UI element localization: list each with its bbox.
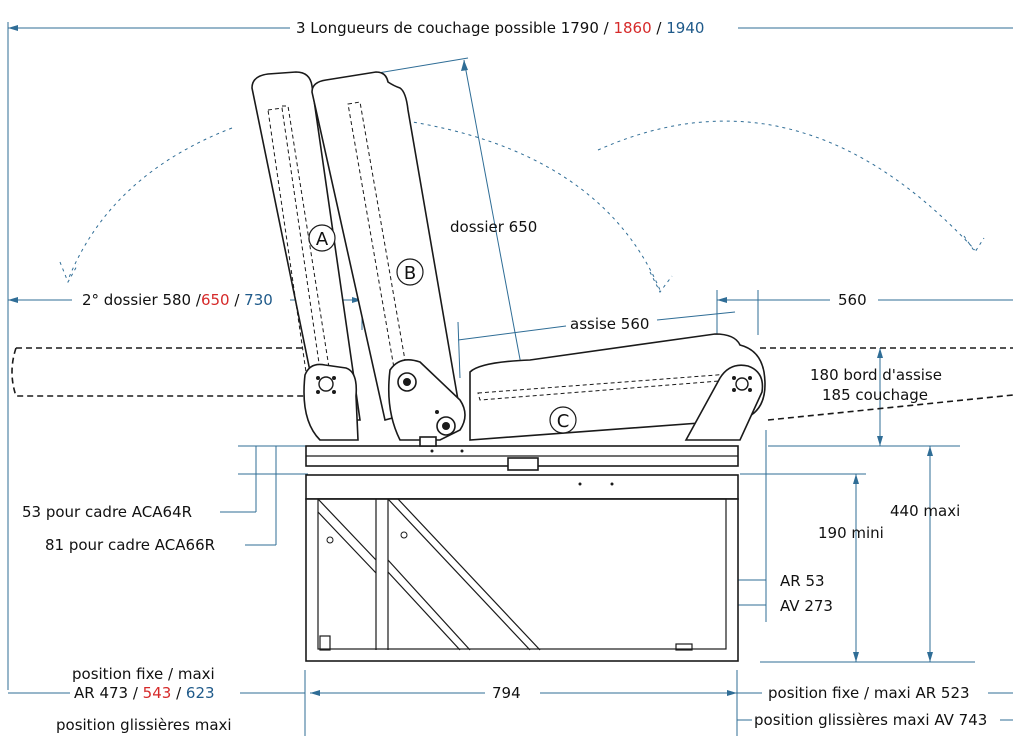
backrest-label: dossier 650: [450, 218, 537, 236]
label-a: A: [308, 224, 336, 252]
label-c: C: [549, 406, 577, 434]
right-height-dimensions: [736, 348, 975, 663]
width-label: 794: [492, 684, 521, 702]
overall-length-label: 3 Longueurs de couchage possible 1790 / …: [296, 19, 704, 37]
max-height-label: 440 maxi: [890, 502, 960, 520]
frame-aca66r-label: 81 pour cadre ACA66R: [45, 536, 215, 554]
rotation-arcs: [59, 119, 985, 293]
right-560-dimension: [716, 290, 1013, 335]
frame-offset-dimensions: [220, 445, 308, 546]
letter-b: B: [404, 263, 416, 284]
seat-label: assise 560: [570, 315, 649, 333]
right-hinge: [684, 364, 764, 441]
min-height-label: 190 mini: [818, 524, 884, 542]
frame: [305, 474, 739, 662]
overall-length-dimension: [7, 22, 1013, 690]
rear-range-left-label: AR 473 / 543 / 623: [74, 684, 215, 702]
rear-offset-label: AR 53: [780, 572, 825, 590]
seat-edge-label: 180 bord d'assise: [810, 366, 942, 384]
center-hinge: [387, 359, 466, 441]
front-offset-label: AV 273: [780, 597, 833, 615]
right-560-label: 560: [838, 291, 867, 309]
seat-cushion-c: [469, 333, 766, 441]
second-backrest-label: 2° dossier 580 /650 / 730: [82, 291, 273, 309]
label-b: B: [396, 258, 424, 286]
seat-dimension: [457, 311, 736, 379]
sleeping-height-label: 185 couchage: [822, 386, 928, 404]
fixed-position-right-label: position fixe / maxi AR 523: [768, 684, 970, 702]
left-hinge: [303, 363, 359, 441]
base-plate: [305, 436, 739, 471]
letter-a: A: [316, 229, 329, 250]
bed-outline: [11, 347, 1013, 421]
letter-c: C: [557, 411, 570, 432]
bottom-dimensions: [8, 670, 1013, 736]
slide-position-left-label: position glissières maxi: [56, 716, 232, 734]
fixed-position-left-label: position fixe / maxi: [72, 665, 215, 683]
slide-position-right-label: position glissières maxi AV 743: [754, 711, 987, 729]
frame-aca64r-label: 53 pour cadre ACA64R: [22, 503, 192, 521]
